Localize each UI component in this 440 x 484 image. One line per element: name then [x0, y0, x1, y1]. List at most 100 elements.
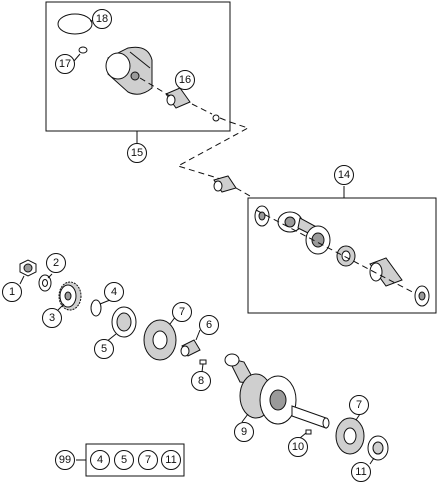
kit-item-11: 11 [161, 450, 181, 470]
kit-label: 99 [59, 454, 71, 466]
callout-16: 16 [175, 70, 195, 90]
leader-6 [195, 329, 201, 341]
callout-7: 7 [349, 395, 369, 415]
callout-7: 7 [172, 302, 192, 322]
conrod-axis [255, 209, 421, 297]
callout-label: 9 [241, 426, 247, 438]
callout-label: 4 [111, 286, 117, 298]
crankshaft-key [305, 429, 312, 435]
leader-2 [47, 273, 53, 279]
callout-label: 7 [179, 306, 185, 318]
piston [105, 46, 153, 95]
connector-dashed [176, 121, 250, 181]
callout-6: 6 [199, 315, 219, 335]
callout-circle [114, 450, 134, 470]
connecting-rod [277, 211, 331, 255]
kit-items: 99 4 5 7 11 [55, 450, 181, 470]
shaft-seal-right [367, 435, 389, 461]
callout-label: 5 [101, 343, 107, 355]
callout-circle [42, 308, 62, 328]
callout-label: 7 [356, 399, 362, 411]
leader-10 [299, 432, 307, 439]
main-bearing-right [335, 417, 365, 455]
callout-label: 1 [9, 286, 15, 298]
kit-item-label: 7 [145, 454, 151, 466]
kit-item-label: 5 [121, 454, 127, 466]
callout-4: 4 [104, 282, 124, 302]
lock-washer [38, 274, 52, 292]
callout-label: 15 [131, 147, 143, 159]
pin-bearing-sleeve [213, 175, 237, 193]
callout-label: 6 [206, 319, 212, 331]
callout-circle [191, 371, 211, 391]
callout-label: 14 [338, 169, 350, 181]
leader-11 [369, 457, 375, 465]
piston-circlip [78, 46, 88, 54]
callout-circle [288, 437, 308, 457]
kit-item-4: 4 [90, 450, 110, 470]
callout-17: 17 [55, 54, 75, 74]
callout-circle [55, 54, 75, 74]
kit-legend: 99 4 5 7 11 [55, 443, 185, 477]
callout-8: 8 [191, 371, 211, 391]
kit-item-7: 7 [138, 450, 158, 470]
main-bearing-left [143, 319, 177, 361]
callout-circle [161, 450, 181, 470]
callout-label: 17 [59, 58, 71, 70]
kit-item-label: 11 [165, 454, 176, 466]
conrod-group-frame [247, 197, 437, 314]
callout-label: 10 [292, 441, 304, 453]
callout-circle [127, 143, 147, 163]
callout-group: 1 2 3 4 5 6 7 7 8 9 10 11 14 15 16 17 18 [2, 9, 371, 482]
callout-circle [349, 395, 369, 415]
callout-label: 18 [96, 13, 108, 25]
callout-circle [138, 450, 158, 470]
callout-9: 9 [234, 422, 254, 442]
leader-3 [57, 303, 65, 311]
callout-circle [334, 165, 354, 185]
callout-circle [92, 9, 112, 29]
callout-circle [46, 253, 66, 273]
woodruff-key [199, 359, 207, 365]
assembly-axis [139, 77, 231, 123]
callout-circle [172, 302, 192, 322]
leader-9 [241, 413, 249, 423]
callout-10: 10 [288, 437, 308, 457]
callout-label: 16 [179, 74, 191, 86]
piston-circlip-right [212, 114, 220, 122]
connector-dashed-end [235, 187, 251, 197]
callout-label: 3 [49, 312, 55, 324]
callout-label: 11 [355, 466, 366, 478]
callout-11: 11 [351, 462, 371, 482]
callout-5: 5 [94, 339, 114, 359]
callout-15: 15 [127, 143, 147, 163]
leader-7b [355, 413, 361, 421]
callout-circle [234, 422, 254, 442]
piston-ring [57, 13, 93, 35]
leader-17 [73, 53, 81, 62]
callout-1: 1 [2, 282, 22, 302]
callout-label: 2 [53, 257, 59, 269]
callout-14: 14 [334, 165, 354, 185]
primary-gear [58, 281, 82, 311]
kit-item-label: 4 [97, 454, 103, 466]
shaft-seal [111, 306, 137, 338]
callout-circle [2, 282, 22, 302]
callout-circle [94, 339, 114, 359]
callout-3: 3 [42, 308, 62, 328]
callout-label: 8 [198, 375, 204, 387]
spacer-sleeve [180, 339, 201, 357]
piston-pin [165, 87, 191, 109]
crank-pin [369, 257, 403, 287]
callout-18: 18 [92, 9, 112, 29]
leader-8 [201, 363, 204, 373]
crank-nut [19, 259, 37, 277]
callout-circle [351, 462, 371, 482]
callout-circle [55, 450, 75, 470]
piston-group-frame [45, 1, 231, 132]
callout-circle [199, 315, 219, 335]
shim-ring [90, 299, 102, 317]
callout-circle [175, 70, 195, 90]
